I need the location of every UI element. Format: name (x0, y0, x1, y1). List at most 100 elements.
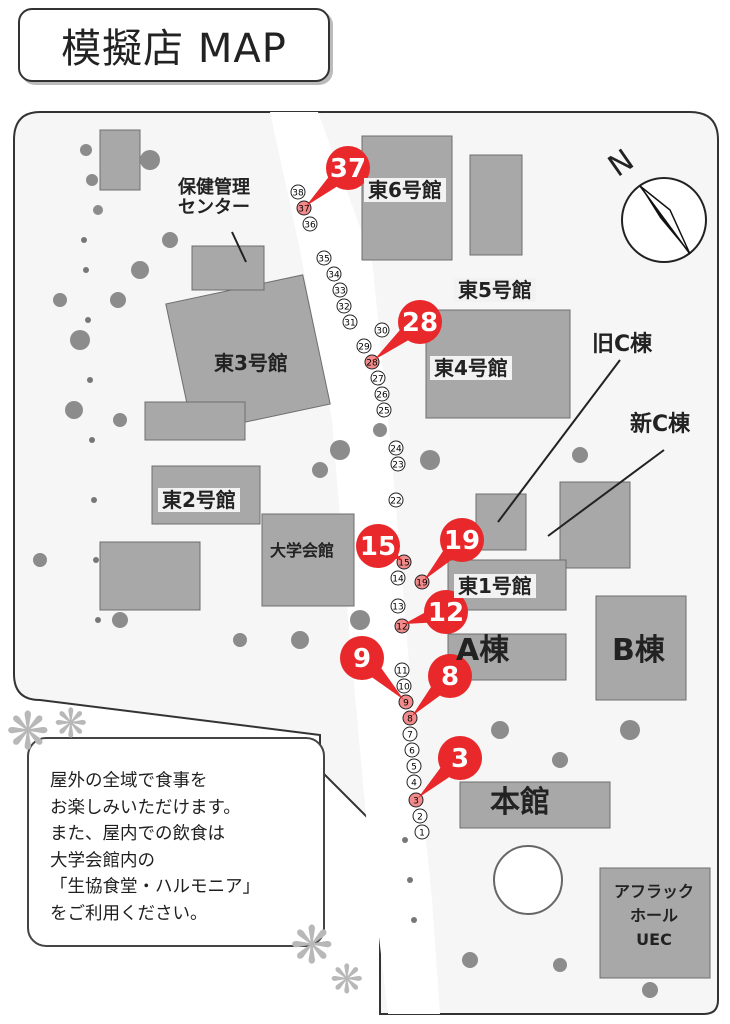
stall-marker-23: 23 (390, 456, 406, 472)
label-honkan: 本館 (490, 785, 550, 820)
red-pin-19: 19 (424, 518, 484, 580)
stall-number-label: 36 (304, 221, 316, 231)
stall-marker-10: 10 (396, 678, 412, 694)
stall-marker-7: 7 (402, 726, 418, 742)
red-pin-8: 8 (412, 654, 472, 716)
flower-decoration-icon: ❋ (330, 957, 364, 1003)
stall-number-label: 10 (398, 683, 410, 693)
compass-icon (621, 177, 707, 263)
building-aflac (599, 867, 711, 979)
info-box (27, 737, 325, 947)
label-higashi5: 東5号館 (454, 278, 536, 302)
stall-marker-26: 26 (374, 386, 390, 402)
info-line: 屋外の全域で食事を (50, 771, 208, 791)
stall-marker-29: 29 (356, 338, 372, 354)
building-misc-west (99, 541, 201, 611)
stall-number-label: 24 (390, 445, 402, 455)
stall-number-label: 13 (392, 603, 403, 613)
stall-number-label: 27 (372, 375, 383, 385)
red-pin-label: 3 (451, 744, 469, 774)
honkan-roundabout (493, 845, 563, 915)
tree-cluster (33, 144, 658, 998)
building-east6-annex (469, 154, 523, 256)
stall-number-label: 11 (396, 667, 407, 677)
stall-marker-13: 13 (390, 598, 406, 614)
stall-marker-1: 1 (414, 824, 430, 840)
label-ibc: 旧C棟 (592, 332, 653, 357)
red-pin-label: 9 (353, 644, 371, 674)
label-higashi1: 東1号館 (454, 574, 536, 598)
ibc-callout-line (497, 359, 621, 523)
stall-marker-11: 11 (394, 662, 410, 678)
flower-decoration-icon: ❋ (54, 701, 88, 747)
label-shin-c: 新C棟 (630, 412, 691, 437)
stall-number-label: 9 (403, 699, 409, 709)
stall-marker-27: 27 (370, 370, 386, 386)
red-pin-28: 28 (374, 300, 442, 360)
stall-number-label: 34 (328, 271, 340, 281)
building-ibc (475, 493, 527, 551)
stall-number-label: 28 (366, 359, 378, 369)
stall-number-label: 30 (376, 327, 388, 337)
stall-number-label: 7 (407, 731, 413, 741)
stall-marker-2: 2 (412, 808, 428, 824)
stall-number-label: 25 (378, 407, 389, 417)
stall-marker-38: 38 (290, 184, 306, 200)
stall-number-label: 14 (392, 575, 404, 585)
red-pin-12: 12 (404, 590, 468, 634)
stall-number-label: 4 (411, 779, 417, 789)
stall-number-label: 15 (398, 559, 409, 569)
stall-number-label: 32 (338, 303, 349, 313)
building-misc-north (99, 129, 141, 191)
label-b-tou: B棟 (612, 633, 665, 668)
info-line: また、屋内での飲食は (50, 824, 225, 845)
stall-marker-32: 32 (336, 298, 352, 314)
stall-marker-24: 24 (388, 440, 404, 456)
red-pin-label: 12 (428, 598, 464, 628)
info-line: 大学会館内の (50, 850, 155, 871)
stall-number-label: 6 (409, 747, 415, 757)
stall-number-label: 23 (392, 461, 403, 471)
label-daigaku-kaikan: 大学会館 (270, 541, 335, 560)
info-text: 屋外の全域で食事を お楽しみいただけます。 また、屋内での飲食は 大学会館内の … (50, 768, 310, 928)
building-hoken (191, 245, 265, 291)
red-pin-label: 8 (441, 662, 459, 692)
stall-number-label: 3 (413, 797, 419, 807)
info-line: お楽しみいただけます。 (50, 797, 241, 818)
stall-marker-22: 22 (388, 492, 404, 508)
label-hoken: 保健管理 センター (178, 177, 250, 218)
stall-number-label: 33 (334, 287, 345, 297)
label-a-tou: A棟 (456, 633, 510, 668)
shin-c-callout-line (547, 449, 665, 537)
stall-number-label: 26 (376, 391, 388, 401)
stall-number-label: 22 (390, 497, 401, 507)
red-pin-15: 15 (356, 524, 402, 568)
label-aflac: アフラック ホール UEC (614, 882, 695, 949)
label-higashi4: 東4号館 (430, 356, 512, 380)
stall-number-label: 5 (411, 763, 417, 773)
info-line: をご利用ください。 (50, 903, 208, 924)
stall-number-label: 2 (417, 813, 423, 823)
red-pin-label: 37 (330, 154, 366, 184)
building-daigaku-kaikan (261, 513, 355, 607)
stall-marker-12: 12 (394, 618, 410, 634)
label-higashi3: 東3号館 (214, 351, 288, 375)
tree-row (81, 237, 417, 923)
flower-decoration-icon: ❋ (6, 702, 50, 762)
red-pin-label: 15 (360, 532, 396, 562)
red-markers: 3 8 9 12 15 19 28 37 (306, 146, 484, 798)
page-title: 模擬店 MAP (18, 8, 330, 82)
building-b (595, 595, 687, 701)
building-misc-south3 (144, 401, 246, 441)
stall-number-label: 35 (318, 255, 329, 265)
stall-number-label: 31 (344, 319, 355, 329)
stall-marker-6: 6 (404, 742, 420, 758)
building-honkan (459, 781, 611, 829)
hoken-callout-line (231, 231, 247, 263)
label-higashi2: 東2号館 (158, 488, 240, 512)
stall-number-label: 37 (298, 205, 309, 215)
red-pin-label: 19 (444, 526, 480, 556)
red-pin-3: 3 (418, 736, 482, 798)
stall-number-label: 19 (416, 579, 428, 589)
red-pin-label: 28 (402, 308, 438, 338)
